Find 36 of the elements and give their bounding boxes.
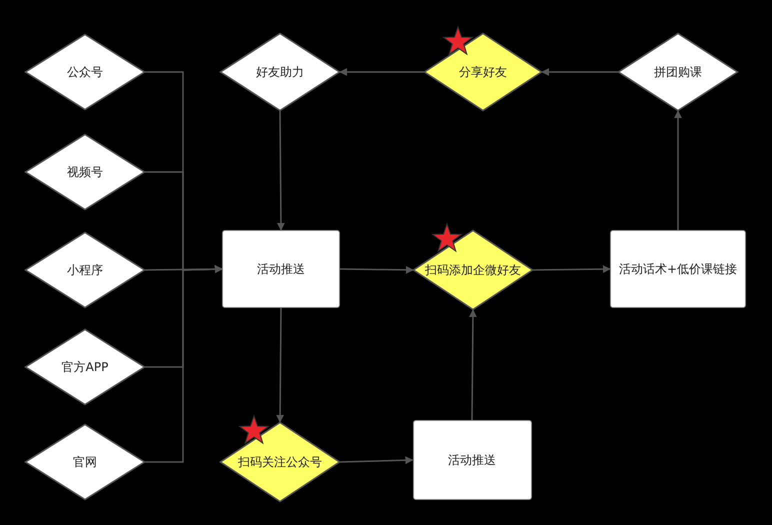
decision-diamond: [25, 34, 145, 110]
process-box: [412, 420, 532, 500]
arrow: [468, 309, 477, 420]
node-label: 视频号: [67, 164, 103, 180]
arrow: [276, 308, 284, 423]
process-box: [610, 230, 746, 308]
decision-diamond: [25, 329, 145, 405]
arrow: [541, 68, 618, 76]
node-label: 官网: [73, 454, 97, 470]
arrow: [276, 111, 285, 231]
node-label: 分享好友: [459, 64, 507, 80]
arrow: [674, 110, 682, 230]
decision-diamond: [220, 33, 340, 111]
node-label: 活动推送: [257, 260, 305, 278]
decision-diamond: [413, 230, 533, 310]
decision-diamond: [25, 134, 145, 210]
process-box: [222, 230, 340, 308]
node-label: 拼团购课: [654, 64, 702, 80]
node-label: 官方APP: [62, 358, 108, 376]
arrow: [532, 265, 611, 274]
node-label: 公众号: [67, 64, 103, 80]
decision-diamond: [25, 232, 145, 308]
arrow: [340, 266, 414, 274]
node-label: 活动话术+低价课链接: [618, 260, 738, 278]
arrow: [145, 265, 223, 463]
decision-diamond: [618, 33, 738, 111]
node-label: 好友助力: [256, 64, 304, 80]
arrow: [339, 68, 424, 76]
decision-diamond: [25, 424, 145, 500]
node-label: 活动推送: [448, 452, 496, 468]
node-label: 小程序: [67, 262, 103, 278]
arrow: [340, 456, 414, 464]
node-label: 扫码添加企微好友: [425, 262, 521, 278]
node-label: 扫码关注公众号: [238, 454, 322, 470]
decision-diamond: [220, 422, 340, 502]
decision-diamond: [424, 33, 542, 111]
